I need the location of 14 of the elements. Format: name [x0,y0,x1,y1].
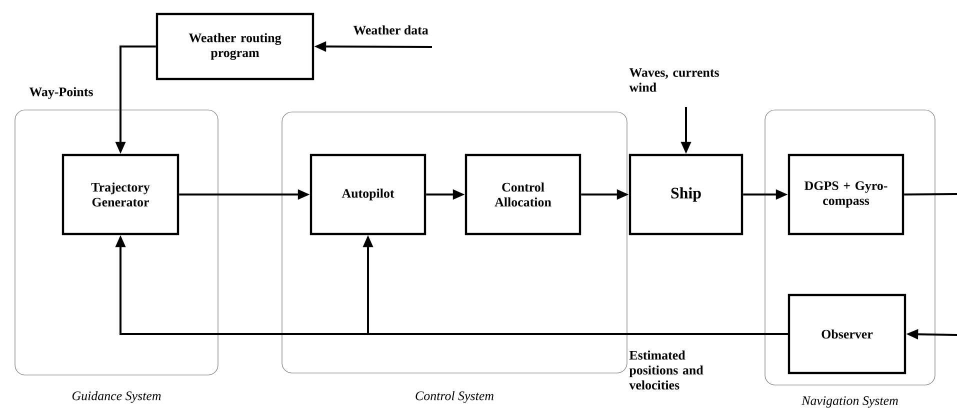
node-label: Control System [416,391,494,403]
process-box: Control Allocation [464,154,582,236]
edge-label: Waves, currents wind [629,68,719,92]
process-box: Weather routing program [156,12,314,80]
edge-label: Weather data [353,25,428,35]
process-box: Trajectory Generator [62,154,180,236]
edge-label: Way-Points [29,87,93,99]
process-box: Autopilot [310,154,426,236]
edge-label: Estimated positions and velocities [629,350,704,390]
process-box: DGPS + Gyro-compass [788,154,904,236]
process-box: Ship [628,154,744,236]
process-box: Observer [788,294,906,374]
node-label: Navigation System [802,396,898,408]
node-label: Guidance System [72,391,161,403]
